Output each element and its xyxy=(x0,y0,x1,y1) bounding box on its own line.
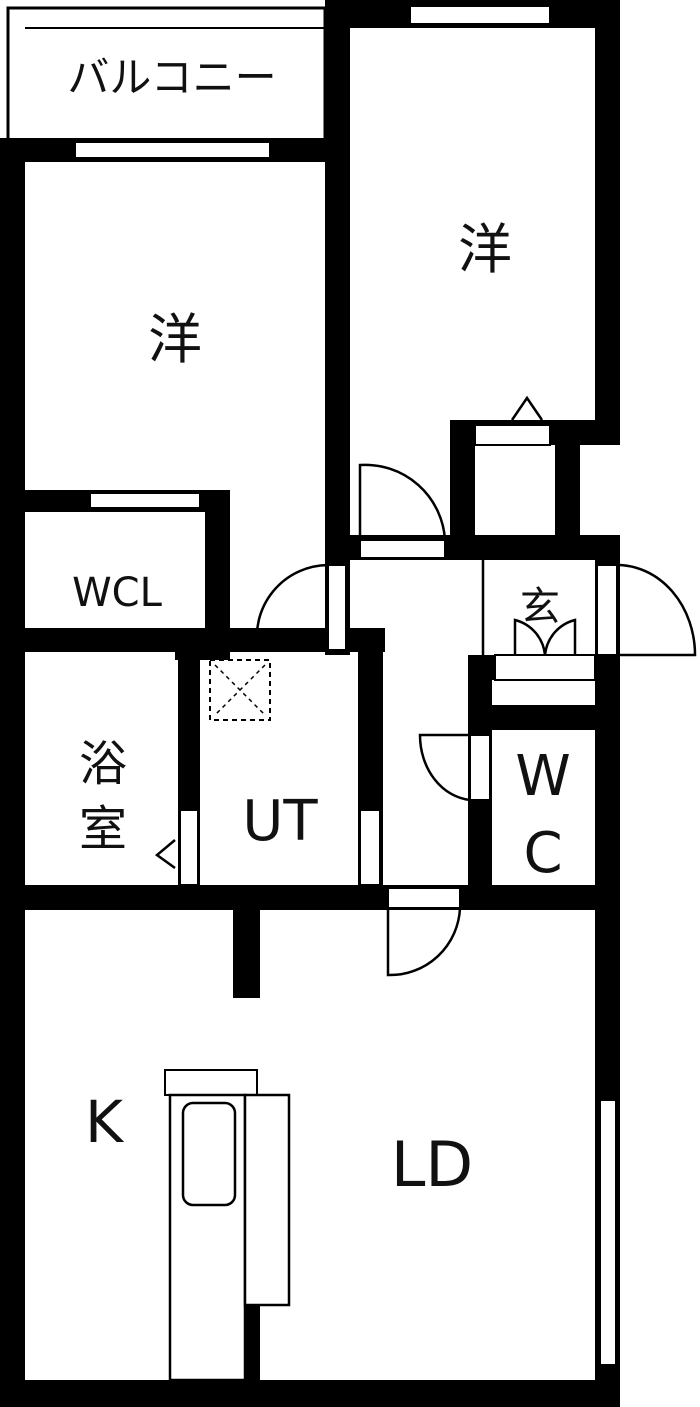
windows xyxy=(74,5,617,1366)
label-entrance: 玄 xyxy=(520,584,560,630)
label-wcl: WCL xyxy=(72,570,162,616)
label-balcony: バルコニー xyxy=(67,53,276,102)
kitchen-shelf xyxy=(243,1093,291,1307)
label-bath-2: 室 xyxy=(79,801,127,857)
label-western-left: 洋 xyxy=(148,308,202,371)
label-kitchen: K xyxy=(85,1088,125,1156)
label-ld: LD xyxy=(391,1128,473,1201)
sink xyxy=(181,1101,237,1207)
walls xyxy=(0,0,620,1407)
label-ut: UT xyxy=(242,789,318,854)
label-wc-2: C xyxy=(523,821,562,886)
label-western-right: 洋 xyxy=(458,218,512,281)
range-hood xyxy=(164,1069,258,1096)
fixtures xyxy=(164,659,291,1382)
label-bath-1: 浴 xyxy=(79,736,127,792)
room-labels: バルコニー 洋 洋 WCL 浴 室 UT 玄 W C K LD xyxy=(67,53,570,1201)
label-wc-1: W xyxy=(515,744,570,809)
doors xyxy=(154,395,697,977)
